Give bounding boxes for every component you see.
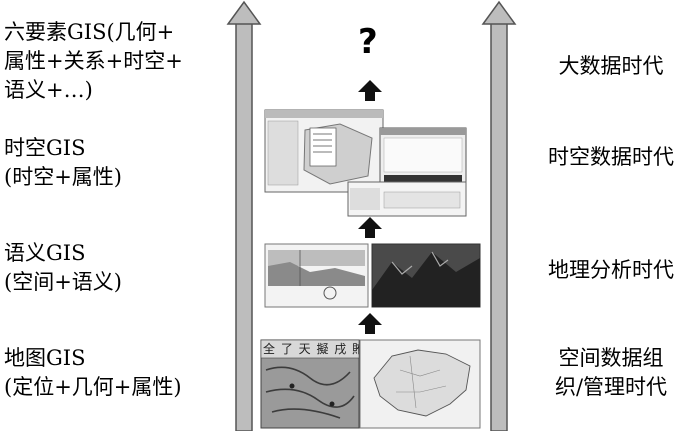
- semantic-gis-terrain-image: [372, 244, 480, 307]
- right-progress-arrow: [483, 2, 515, 431]
- map-title-text: 全 了 天 擬 戌 賄 大: [263, 341, 359, 357]
- spatiotemporal-gis-screenshot: [265, 110, 466, 216]
- up-arrow-icon: [358, 217, 382, 238]
- up-arrow-icon: [358, 80, 382, 101]
- semantic-gis-chart-image: [265, 244, 368, 307]
- unknown-future-marker: ?: [358, 22, 378, 62]
- china-map-image: [360, 340, 480, 428]
- up-arrow-icon: [358, 313, 382, 334]
- left-progress-arrow: [228, 2, 260, 431]
